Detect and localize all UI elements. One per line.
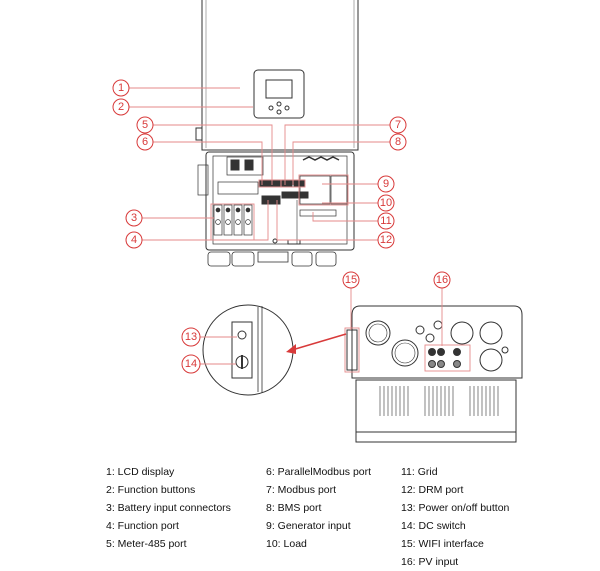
- battery-connectors: [213, 204, 253, 236]
- wiring-box: [205, 151, 355, 251]
- function-button: [276, 101, 282, 107]
- legend-item: 12: DRM port: [401, 484, 464, 496]
- svg-text:9: 9: [383, 178, 389, 190]
- svg-text:10: 10: [380, 197, 392, 209]
- svg-text:8: 8: [395, 136, 401, 148]
- svg-text:1: 1: [118, 82, 124, 94]
- svg-text:2: 2: [118, 101, 124, 113]
- callout-lines: [129, 87, 390, 241]
- callout-14: 14: [181, 354, 201, 374]
- cable-glands: [207, 251, 337, 267]
- lcd-panel: [253, 69, 305, 119]
- svg-text:11: 11: [380, 215, 391, 227]
- legend-item: 16: PV input: [401, 556, 459, 568]
- callout-3: 3: [125, 209, 143, 227]
- legend-item: 6: ParallelModbus port: [266, 466, 372, 478]
- callout-8: 8: [389, 133, 407, 151]
- svg-text:12: 12: [380, 234, 392, 246]
- callout-6: 6: [136, 133, 154, 151]
- legend-item: 10: Load: [266, 538, 307, 550]
- zoom-arrow: [291, 333, 347, 351]
- svg-text:5: 5: [142, 119, 148, 131]
- callout-13: 13: [181, 327, 201, 347]
- inverter-bottom-view: [202, 304, 523, 443]
- svg-text:6: 6: [142, 136, 148, 148]
- legend-column-3: 11: Grid 12: DRM port 13: Power on/off b…: [401, 463, 509, 571]
- callout-2: 2: [112, 98, 130, 116]
- legend-column-2: 6: ParallelModbus port 7: Modbus port 8:…: [266, 463, 371, 553]
- callout-11: 11: [377, 212, 395, 230]
- legend-item: 7: Modbus port: [266, 484, 337, 496]
- svg-text:4: 4: [131, 234, 137, 246]
- legend-item: 1: LCD display: [106, 466, 175, 478]
- lcd-screen: [265, 79, 293, 99]
- legend-item: 9: Generator input: [266, 520, 351, 532]
- svg-text:16: 16: [436, 274, 448, 286]
- inverter-front-view: [195, 0, 359, 267]
- inverter-diagram: 1 2 5 6 7 8 9 10 11 12 3 4 13 14 15 16: [112, 0, 523, 443]
- svg-text:7: 7: [395, 119, 401, 131]
- pv-input-connectors: [428, 348, 461, 368]
- svg-text:14: 14: [185, 358, 197, 370]
- callout-markers: 1 2 5 6 7 8 9 10 11 12 3 4 13 14 15 16: [112, 79, 451, 374]
- callout-9: 9: [377, 175, 395, 193]
- legend-item: 11: Grid: [401, 466, 438, 478]
- callout-5: 5: [136, 116, 154, 134]
- magnified-switch-view: [202, 304, 294, 396]
- svg-text:3: 3: [131, 212, 137, 224]
- power-button: [237, 330, 247, 340]
- legend-item: 8: BMS port: [266, 502, 322, 514]
- legend-column-1: 1: LCD display 2: Function buttons 3: Ba…: [106, 463, 231, 553]
- legend-item: 13: Power on/off button: [401, 502, 510, 514]
- legend-item: 5: Meter-485 port: [106, 538, 187, 550]
- callout-12: 12: [377, 231, 395, 249]
- callout-10: 10: [377, 194, 395, 212]
- callout-16: 16: [433, 271, 451, 289]
- legend-item: 3: Battery input connectors: [106, 502, 231, 514]
- legend-item: 4: Function port: [106, 520, 179, 532]
- legend-item: 15: WIFI interface: [401, 538, 484, 550]
- callout-4: 4: [125, 231, 143, 249]
- callout-7: 7: [389, 116, 407, 134]
- function-button: [268, 105, 274, 111]
- inverter-housing: [201, 0, 359, 151]
- legend-item: 2: Function buttons: [106, 484, 196, 496]
- legend-item: 14: DC switch: [401, 520, 466, 532]
- function-button: [284, 105, 290, 111]
- svg-text:15: 15: [345, 274, 357, 286]
- callout-1: 1: [112, 79, 130, 97]
- svg-text:13: 13: [185, 331, 197, 343]
- callout-15: 15: [342, 271, 360, 289]
- wifi-module: [346, 329, 358, 371]
- function-button: [276, 109, 282, 115]
